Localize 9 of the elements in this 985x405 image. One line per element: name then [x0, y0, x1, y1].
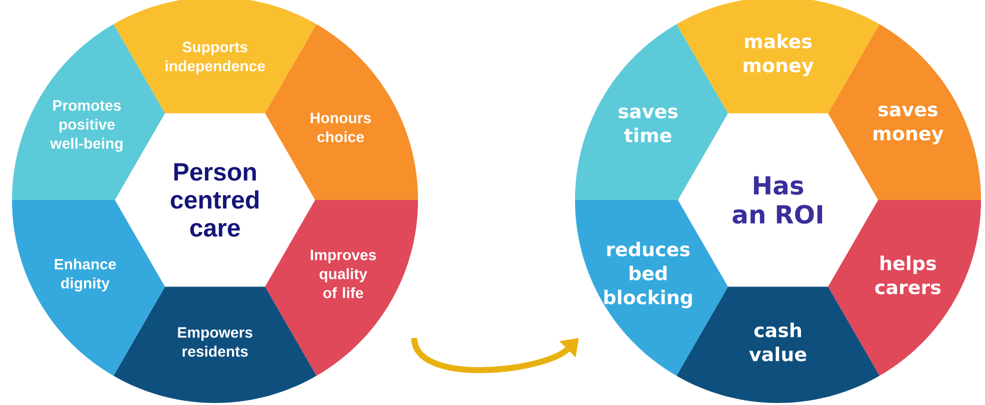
segment-label: cash value: [749, 322, 806, 362]
wheel-drawing: [12, 0, 418, 403]
segment-label: saves time: [618, 108, 678, 142]
segment-label: makes money: [744, 34, 814, 76]
segment-label: Enhance dignity: [54, 258, 116, 292]
wheel-drawing: [575, 0, 981, 403]
segment-label: Supports independence: [166, 42, 265, 74]
segment-label: helps carers: [875, 256, 940, 294]
segment-label: Empowers residents: [178, 327, 252, 357]
